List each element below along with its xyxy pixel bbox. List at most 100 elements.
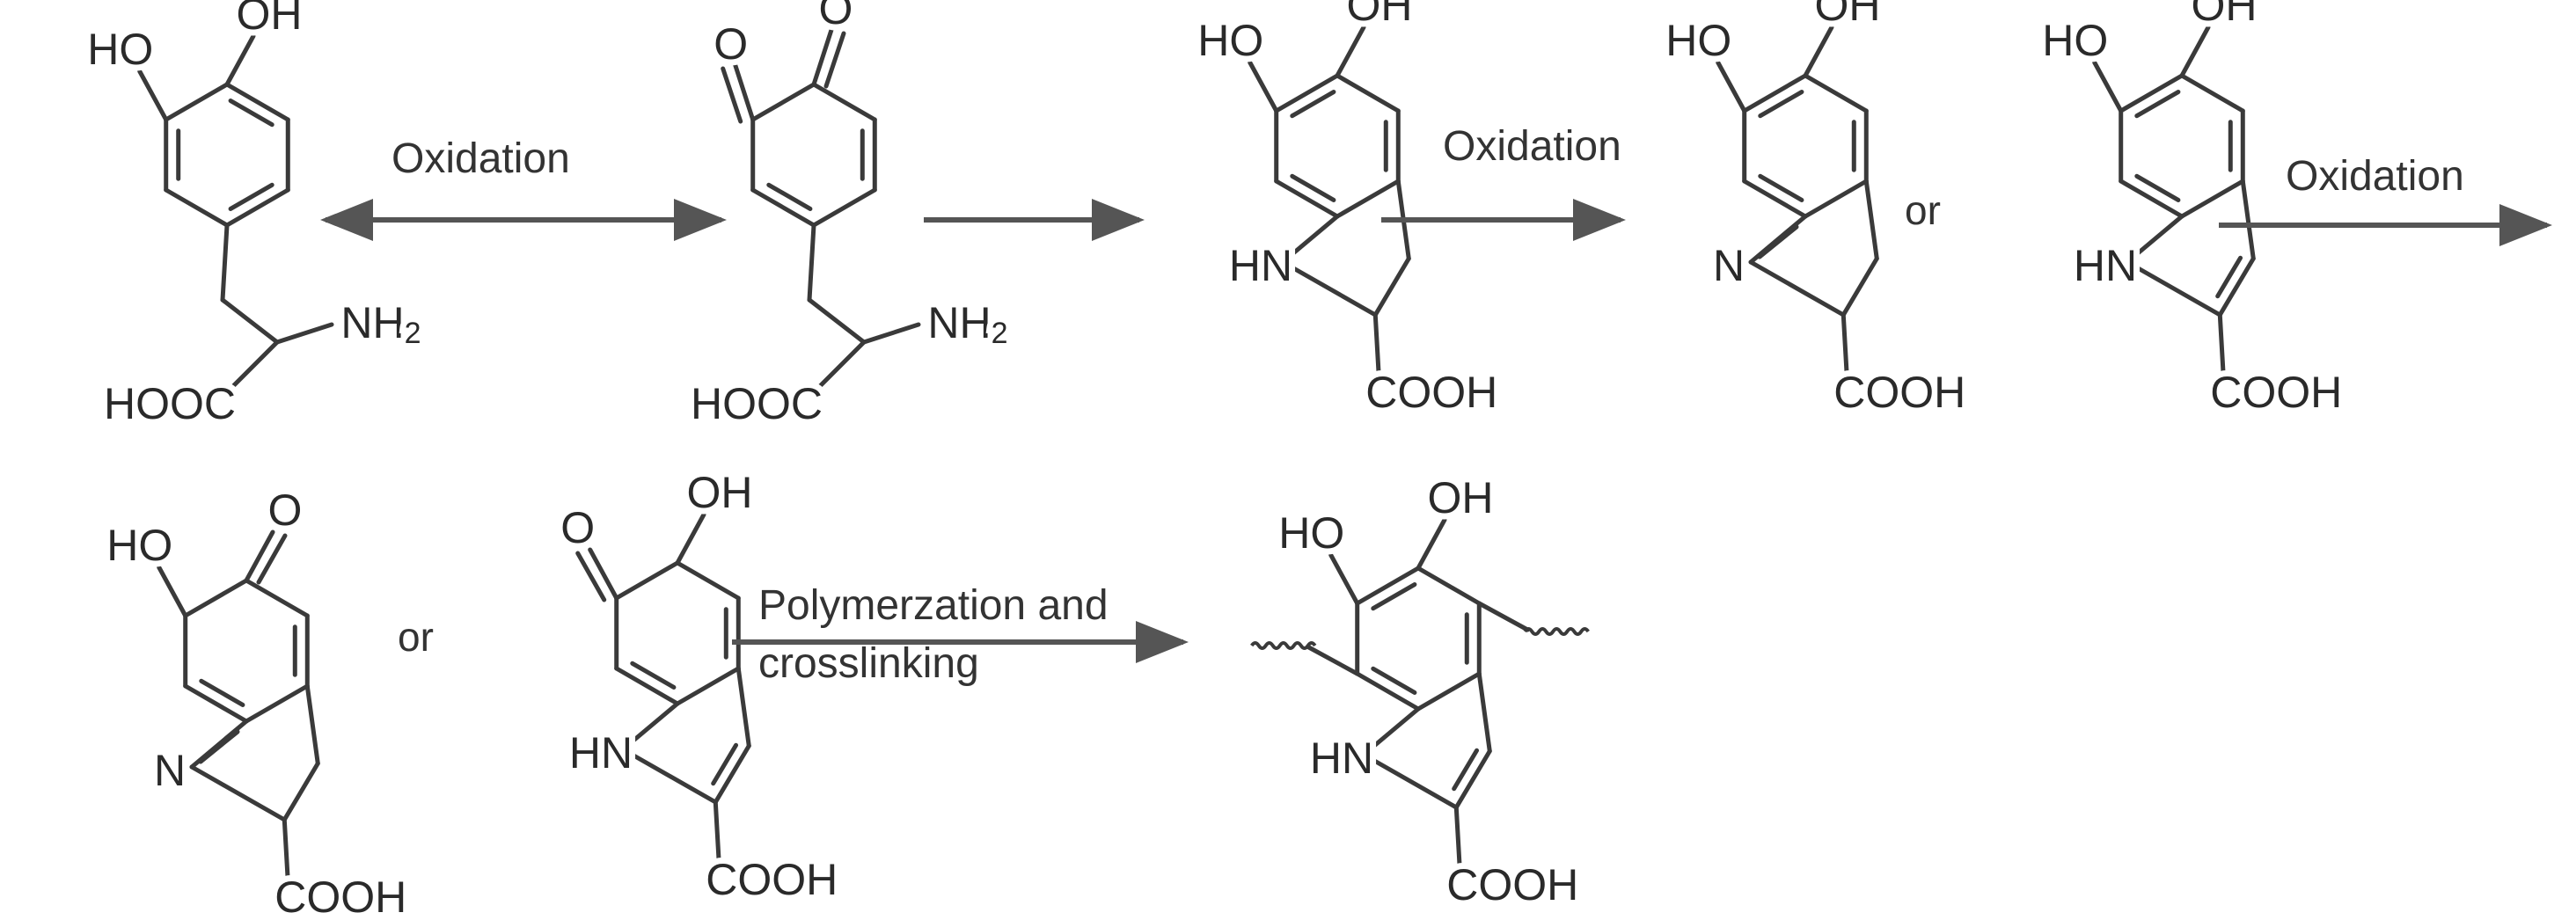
dopachrome-tautomer-nitrogen-label: N [1713,241,1745,290]
double-bond-inner [2215,255,2243,299]
indolequinone-a-carboxyl-label: COOH [274,873,406,920]
melanin-unit-ring-bond [1355,671,1421,712]
leucodopachrome-ring-bond [1335,179,1401,219]
melanin-unit-carboxyl-label: COOH [1446,860,1578,909]
indolequinone-b-oxo-label: O [560,503,595,552]
leucodopachrome-ring-bond [1372,256,1411,318]
arrow-layer [320,199,2552,663]
atom-label-layer: HOOHNH2HOOCOONH2HOOCHNCOOHHOOHNCOOHHOOHH… [81,0,2348,920]
dopachrome-tautomer-carboxyl-bond [1841,312,1849,379]
indolequinone-a-ring-bond [189,764,287,822]
dhica-c-oh-bond [2179,25,2211,78]
dopa-carboxyl-label: HOOC [104,379,236,428]
indolequinone-a-ring-bond [183,683,249,724]
indolequinone-b-ring-bond [675,666,741,706]
dopaquinone-ring-bond [750,82,816,122]
double-bond-inner [2134,90,2181,119]
melanin-unit-ring-bond [1361,752,1459,810]
leucodopachrome-carboxyl-bond [1372,312,1381,379]
double-bond-inner [199,678,245,707]
double-bond-inner [228,99,274,128]
dhica-carboxyl-bond [2217,312,2226,379]
dopa-ring-bond [224,187,290,228]
dopachrome-tautomer-ring-bond [1748,259,1846,318]
indolequinone-b-carbonyl-bond [588,547,619,601]
double-bond-inner [1758,90,1804,119]
melanin-unit-hydroxyl-label: HO [1278,508,1344,558]
melanin-unit-link-bond [1476,601,1530,632]
leucodopachrome-nitrogen-label: HN [1229,241,1292,290]
double-bond-inner [228,182,274,211]
leucodopachrome-ring-bond [1274,179,1340,219]
dopachrome-tautomer-ring-bond [1803,179,1869,219]
leucodopachrome-c-oh-bond [1335,25,1366,78]
dhica-nitrogen-label: HN [2074,241,2137,290]
dopachrome-tautomer-c-oh-bond [1716,60,1747,113]
melanin-unit-polymer-link [1250,641,1317,650]
label-oxidation-1: Oxidation [392,135,570,182]
dopa-hydroxyl-label: HO [87,25,153,74]
melanin-unit-ring-bond [1476,671,1492,754]
double-bond-inner [1371,582,1417,611]
indolequinone-a-hydroxyl-label: HO [106,521,172,570]
dopachrome-tautomer-ring-bond [1841,256,1879,318]
leucodopachrome-hydroxyl-label: HO [1197,16,1263,65]
label-oxidation-3: Oxidation [2286,153,2464,200]
dopaquinone-ring-bond [811,187,877,228]
dopaquinone-carbonyl-bond [823,31,846,89]
label-oxidation-2: Oxidation [1443,123,1621,170]
dopa-amine-bond [274,322,334,345]
dhica-carboxyl-label: COOH [2210,368,2342,417]
indolequinone-b-ring-bond [675,560,741,601]
melanin-unit-polymer-link [1523,627,1590,636]
dopaquinone-chain-bond [816,340,867,391]
dopaquinone-carbonyl-bond [733,62,756,122]
label-crosslinking: crosslinking [758,640,979,687]
dopachrome-tautomer-ring-bond [1803,73,1869,113]
dopaquinone-chain-bond [807,297,867,345]
melanin-unit-link-bond [1306,645,1360,676]
dhica-ring-bond [2119,179,2184,219]
double-bond-inner [630,661,677,690]
label-polymerization: Polymerzation and [758,582,1109,629]
dopachrome-tautomer-ring-bond [1742,73,1808,113]
dhica-ring-bond [2179,73,2245,113]
double-bond-inner [1371,666,1417,695]
melanin-unit-ring-bond [1416,566,1482,606]
double-bond-inner [2134,173,2181,202]
dopa-c-oh-bond [224,33,256,87]
melanin-unit-hydroxyl-label: OH [1428,473,1494,522]
leucodopachrome-carboxyl-label: COOH [1365,368,1497,417]
indolequinone-a-oxo-label: O [268,486,303,535]
dhica-ring-bond [2179,179,2245,219]
dopachrome-tautomer-carboxyl-label: COOH [1833,368,1965,417]
indolequinone-b-c-oh-bond [675,512,706,566]
double-bond-inner [711,742,739,786]
bond-layer [137,25,2256,884]
double-bond-inner [766,182,813,211]
indolequinone-a-imine-bond [198,729,240,764]
dopa-chain-bond [220,297,280,345]
indolequinone-b-carboxyl-bond [713,800,721,866]
dhica-ring-bond [2125,259,2222,318]
dhica-ring-bond [2217,256,2256,318]
indolequinone-a-ring-bond [282,761,320,822]
indolequinone-a-carbonyl-bond [256,533,288,585]
dopaquinone-ring-bond [750,187,816,228]
dhica-hydroxyl-label: OH [2192,0,2258,30]
melanin-unit-c-oh-bond [1328,552,1360,606]
dopaquinone-chain-bond [807,223,816,303]
melanin-unit-ring-bond [1453,748,1492,810]
dopaquinone-amine-bond [861,322,921,345]
dopaquinone-carbonyl-bond [721,66,743,124]
leucodopachrome-hydroxyl-label: OH [1347,0,1413,30]
dopachrome-tautomer-hydroxyl-label: HO [1665,16,1731,65]
dopaquinone-carboxyl-label: HOOC [691,379,823,428]
double-bond-inner [1290,173,1336,202]
melanin-unit-nitrogen-label: HN [1310,734,1373,783]
indolequinone-a-ring-bond [183,578,249,618]
dopa-ring-bond [224,82,290,122]
leucodopachrome-ring-bond [1274,73,1340,113]
dhica-c-oh-bond [2092,60,2124,113]
